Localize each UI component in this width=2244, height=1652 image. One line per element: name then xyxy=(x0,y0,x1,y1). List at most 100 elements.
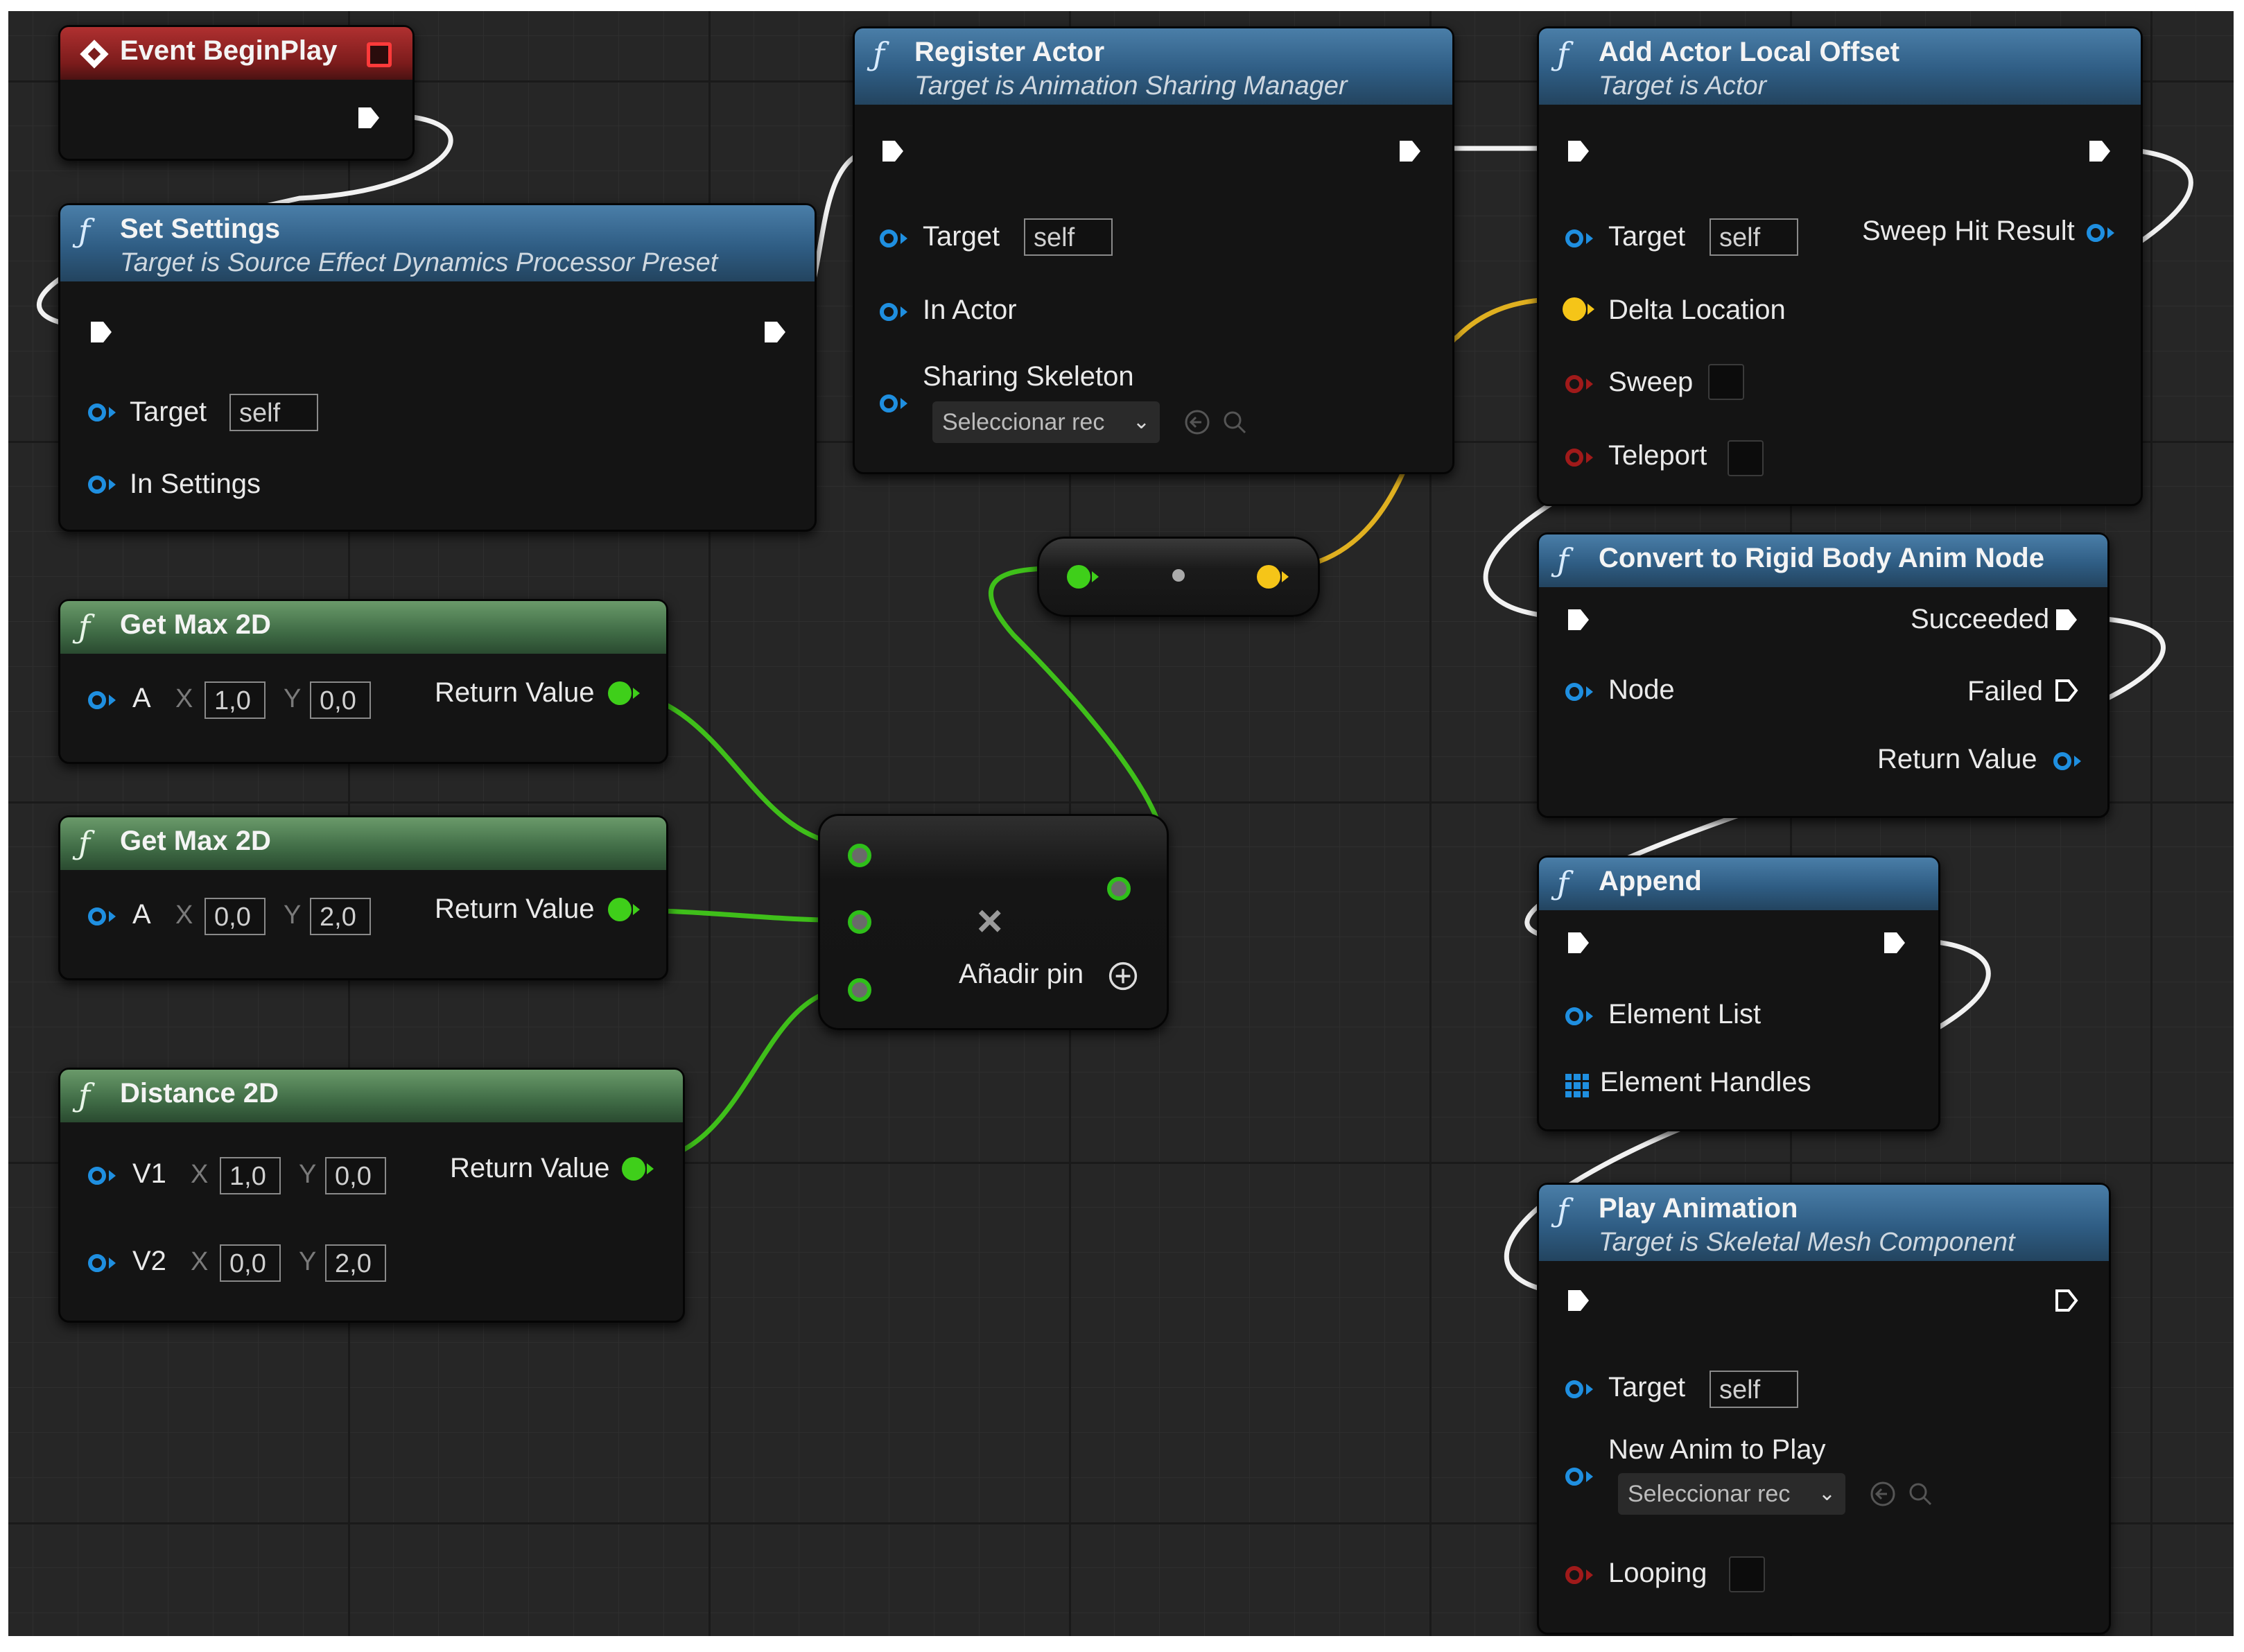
node-vector-convert[interactable] xyxy=(1037,537,1320,617)
node-multiply[interactable]: × Añadir pin xyxy=(818,814,1169,1030)
succeeded-exec-pin[interactable] xyxy=(2053,607,2080,633)
x-value-field[interactable]: 0,0 xyxy=(205,898,266,935)
exec-out-pin[interactable] xyxy=(2053,1287,2080,1314)
browse-search-icon[interactable] xyxy=(1906,1480,1934,1508)
looping-pin[interactable] xyxy=(1565,1566,1583,1584)
node-set-settings[interactable]: ƒ Set Settings Target is Source Effect D… xyxy=(58,203,817,532)
exec-in-pin[interactable] xyxy=(88,319,114,345)
element-list-pin[interactable] xyxy=(1565,1007,1583,1025)
pin-arrow-icon xyxy=(633,904,640,915)
return-value-pin[interactable] xyxy=(608,898,632,921)
a-pin[interactable] xyxy=(88,691,106,709)
output-pin[interactable] xyxy=(1107,877,1131,901)
exec-in-pin[interactable] xyxy=(880,138,906,164)
node-get-max-2d[interactable]: ƒ Get Max 2D A X 1,0 Y 0,0 Return Value xyxy=(58,599,668,764)
chevron-down-icon: ⌄ xyxy=(1818,1482,1836,1505)
node-title: Get Max 2D xyxy=(120,826,271,856)
x-axis-label: X xyxy=(191,1160,209,1189)
add-pin-label[interactable]: Añadir pin xyxy=(959,959,1084,989)
succeeded-label: Succeeded xyxy=(1911,604,2050,634)
teleport-checkbox[interactable] xyxy=(1728,440,1764,476)
node-add-actor-local-offset[interactable]: ƒ Add Actor Local Offset Target is Actor… xyxy=(1537,26,2143,506)
in-actor-pin[interactable] xyxy=(880,303,898,321)
sweep-hit-result-pin[interactable] xyxy=(2087,224,2105,242)
exec-out-pin[interactable] xyxy=(2087,138,2113,164)
exec-out-pin[interactable] xyxy=(1881,930,1908,956)
target-pin[interactable] xyxy=(880,229,898,247)
node-register-actor[interactable]: ƒ Register Actor Target is Animation Sha… xyxy=(853,26,1454,474)
target-self-field[interactable]: self xyxy=(1710,218,1798,256)
node-get-max-2d[interactable]: ƒ Get Max 2D A X 0,0 Y 2,0 Return Value xyxy=(58,815,668,980)
return-value-label: Return Value xyxy=(1877,744,2037,774)
input-c-pin[interactable] xyxy=(848,978,871,1002)
return-value-pin[interactable] xyxy=(608,681,632,705)
failed-exec-pin[interactable] xyxy=(2053,677,2080,704)
target-pin[interactable] xyxy=(88,403,106,421)
pin-arrow-icon xyxy=(109,911,116,922)
multiply-symbol: × xyxy=(977,896,1003,946)
target-self-field[interactable]: self xyxy=(1024,218,1113,256)
v2-pin[interactable] xyxy=(88,1254,106,1272)
y-value-field[interactable]: 2,0 xyxy=(310,898,371,935)
target-pin[interactable] xyxy=(1565,229,1583,247)
function-icon: ƒ xyxy=(78,1077,91,1114)
v2-y-field[interactable]: 2,0 xyxy=(325,1244,386,1282)
delta-location-pin[interactable] xyxy=(1563,297,1586,321)
v1-pin[interactable] xyxy=(88,1167,106,1185)
use-selected-arrow-icon[interactable] xyxy=(1869,1480,1897,1508)
sweep-checkbox[interactable] xyxy=(1708,364,1744,400)
input-b-pin[interactable] xyxy=(848,910,871,934)
array-grid-icon[interactable] xyxy=(1565,1074,1589,1097)
browse-search-icon[interactable] xyxy=(1221,408,1249,436)
target-self-field[interactable]: self xyxy=(1710,1371,1798,1408)
return-value-pin[interactable] xyxy=(2053,752,2071,770)
blueprint-graph-canvas[interactable]: Event BeginPlay ƒ Set Settings Target is… xyxy=(8,11,2234,1636)
exec-out-pin[interactable] xyxy=(356,105,382,131)
v2-x-field[interactable]: 0,0 xyxy=(220,1244,281,1282)
exec-in-pin[interactable] xyxy=(1565,607,1592,633)
node-pin[interactable] xyxy=(1565,683,1583,701)
new-anim-dropdown[interactable]: Seleccionar rec ⌄ xyxy=(1618,1473,1845,1515)
y-axis-label: Y xyxy=(284,901,302,930)
sweep-pin[interactable] xyxy=(1565,375,1583,393)
in-settings-pin[interactable] xyxy=(88,476,106,494)
v1-x-field[interactable]: 1,0 xyxy=(220,1157,281,1194)
node-play-animation[interactable]: ƒ Play Animation Target is Skeletal Mesh… xyxy=(1537,1183,2111,1635)
exec-in-pin[interactable] xyxy=(1565,138,1592,164)
function-icon: ƒ xyxy=(78,824,91,862)
sharing-skeleton-dropdown[interactable]: Seleccionar rec ⌄ xyxy=(932,401,1160,443)
node-distance-2d[interactable]: ƒ Distance 2D V1 X 1,0 Y 0,0 Return Valu… xyxy=(58,1068,685,1323)
node-title: Play Animation xyxy=(1599,1193,1798,1224)
return-value-pin[interactable] xyxy=(622,1157,645,1181)
teleport-pin[interactable] xyxy=(1565,449,1583,467)
use-selected-arrow-icon[interactable] xyxy=(1183,408,1211,436)
exec-in-pin[interactable] xyxy=(1565,930,1592,956)
looping-checkbox[interactable] xyxy=(1729,1556,1765,1592)
dropdown-value: Seleccionar rec xyxy=(942,409,1105,435)
a-pin[interactable] xyxy=(88,907,106,925)
exec-out-pin[interactable] xyxy=(1397,138,1423,164)
add-pin-plus-icon[interactable] xyxy=(1107,960,1139,992)
input-a-pin[interactable] xyxy=(848,844,871,867)
new-anim-pin[interactable] xyxy=(1565,1468,1583,1486)
sharing-skeleton-pin[interactable] xyxy=(880,394,898,412)
exec-in-pin[interactable] xyxy=(1565,1287,1592,1314)
exec-out-pin[interactable] xyxy=(762,319,788,345)
delegate-square-icon[interactable] xyxy=(367,42,392,67)
in-settings-label: In Settings xyxy=(130,469,261,499)
convert-input-pin[interactable] xyxy=(1067,565,1090,589)
target-self-field[interactable]: self xyxy=(229,394,318,431)
target-pin[interactable] xyxy=(1565,1380,1583,1398)
node-append[interactable]: ƒ Append Element List Element Handles xyxy=(1537,855,1940,1131)
return-value-label: Return Value xyxy=(435,677,595,708)
convert-output-pin[interactable] xyxy=(1257,565,1280,589)
y-value-field[interactable]: 0,0 xyxy=(310,681,371,719)
exec-wire-beginplay-setsettings[interactable] xyxy=(36,112,453,329)
a-label: A xyxy=(132,899,151,930)
node-title: Append xyxy=(1599,866,1702,896)
node-convert-rigid-body[interactable]: ƒ Convert to Rigid Body Anim Node Succee… xyxy=(1537,532,2110,818)
v1-y-field[interactable]: 0,0 xyxy=(325,1157,386,1194)
node-event-beginplay[interactable]: Event BeginPlay xyxy=(58,25,415,161)
x-value-field[interactable]: 1,0 xyxy=(205,681,266,719)
function-icon: ƒ xyxy=(1557,1192,1569,1229)
